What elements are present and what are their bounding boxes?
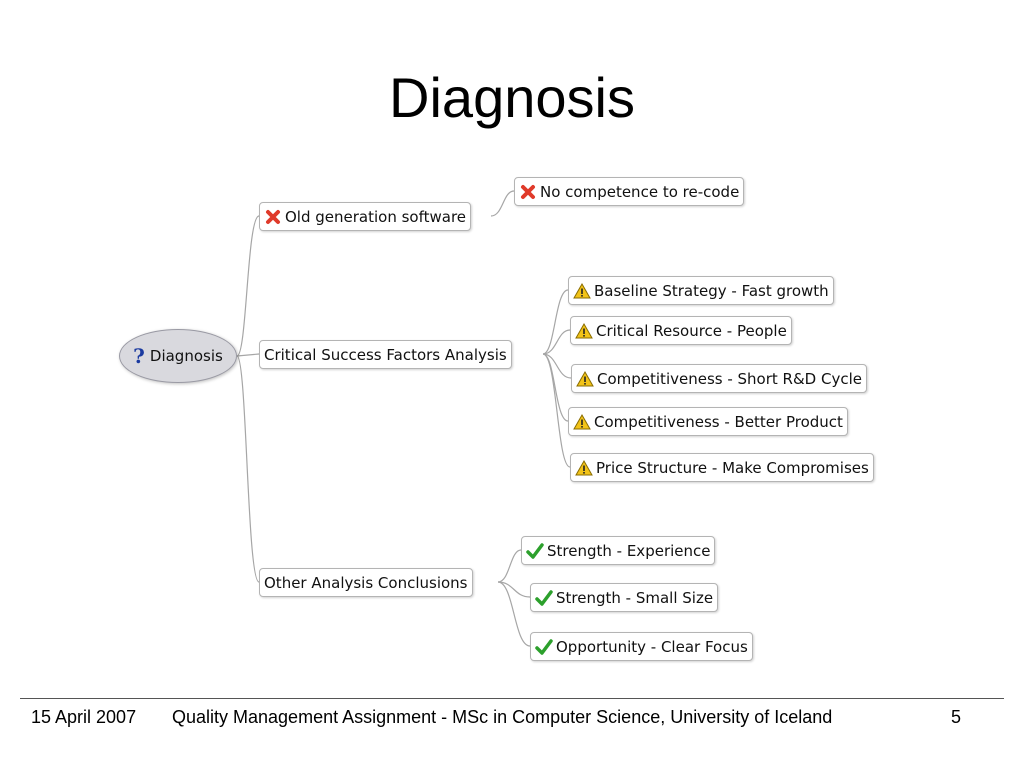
connector-csf-baseline [542, 289, 569, 355]
warning-icon [575, 459, 593, 477]
footer-title: Quality Management Assignment - MSc in C… [172, 707, 833, 727]
leaf-strength-small-size[interactable]: Strength - Small Size [530, 583, 719, 612]
connector-other-clear-focus [497, 581, 531, 647]
cross-icon [264, 208, 282, 226]
warning-icon [575, 322, 593, 340]
connector-root-other [236, 355, 260, 583]
slide-title: Diagnosis [389, 66, 635, 129]
leaf-label: Baseline Strategy - Fast growth [594, 281, 829, 300]
leaf-baseline-strategy[interactable]: Baseline Strategy - Fast growth [568, 276, 834, 305]
footer-divider [20, 698, 1004, 699]
leaf-critical-resource[interactable]: Critical Resource - People [570, 316, 792, 345]
connector-root-old-generation [236, 215, 260, 357]
footer-date: 15 April 2007 [31, 707, 137, 727]
check-icon [535, 589, 553, 607]
root-label: Diagnosis [149, 347, 223, 365]
branch-old-generation-software[interactable]: Old generation software [259, 202, 472, 231]
branch-other-analysis-conclusions[interactable]: Other Analysis Conclusions [259, 568, 473, 597]
leaf-opportunity-clear-focus[interactable]: Opportunity - Clear Focus [530, 632, 753, 661]
leaf-label: Competitiveness - Better Product [594, 412, 843, 431]
leaf-label: Strength - Small Size [556, 588, 714, 607]
leaf-label: No competence to re-code [540, 182, 740, 201]
question-icon: ? [133, 344, 145, 368]
mindmap-root-node[interactable]: ? Diagnosis [119, 329, 237, 383]
branch-label: Old generation software [285, 207, 467, 226]
leaf-strength-experience[interactable]: Strength - Experience [521, 536, 716, 565]
leaf-no-competence-to-recode[interactable]: No competence to re-code [514, 177, 745, 206]
page-number: 5 [951, 707, 962, 727]
cross-icon [519, 183, 537, 201]
check-icon [535, 638, 553, 656]
branch-critical-success-factors-analysis[interactable]: Critical Success Factors Analysis [259, 340, 512, 369]
leaf-label: Critical Resource - People [596, 321, 787, 340]
check-icon [526, 542, 544, 560]
connector-csf-critical-resource [542, 329, 571, 355]
leaf-competitiveness-better-product[interactable]: Competitiveness - Better Product [568, 407, 848, 436]
connector-other-experience [497, 549, 522, 583]
leaf-label: Price Structure - Make Compromises [596, 458, 869, 477]
warning-icon [576, 370, 594, 388]
leaf-label: Competitiveness - Short R&D Cycle [597, 369, 862, 388]
connector-csf-price-structure [542, 353, 571, 468]
connector-other-small-size [497, 581, 531, 598]
connector-csf-short-rd [542, 353, 572, 379]
branch-label: Critical Success Factors Analysis [264, 345, 507, 364]
warning-icon [573, 413, 591, 431]
connector-root-csf [236, 353, 260, 357]
branch-label: Other Analysis Conclusions [264, 573, 468, 592]
leaf-competitiveness-short-rd-cycle[interactable]: Competitiveness - Short R&D Cycle [571, 364, 867, 393]
warning-icon [573, 282, 591, 300]
connector-old-no-competence [490, 190, 515, 217]
leaf-price-structure[interactable]: Price Structure - Make Compromises [570, 453, 874, 482]
leaf-label: Strength - Experience [547, 541, 711, 560]
leaf-label: Opportunity - Clear Focus [556, 637, 748, 656]
